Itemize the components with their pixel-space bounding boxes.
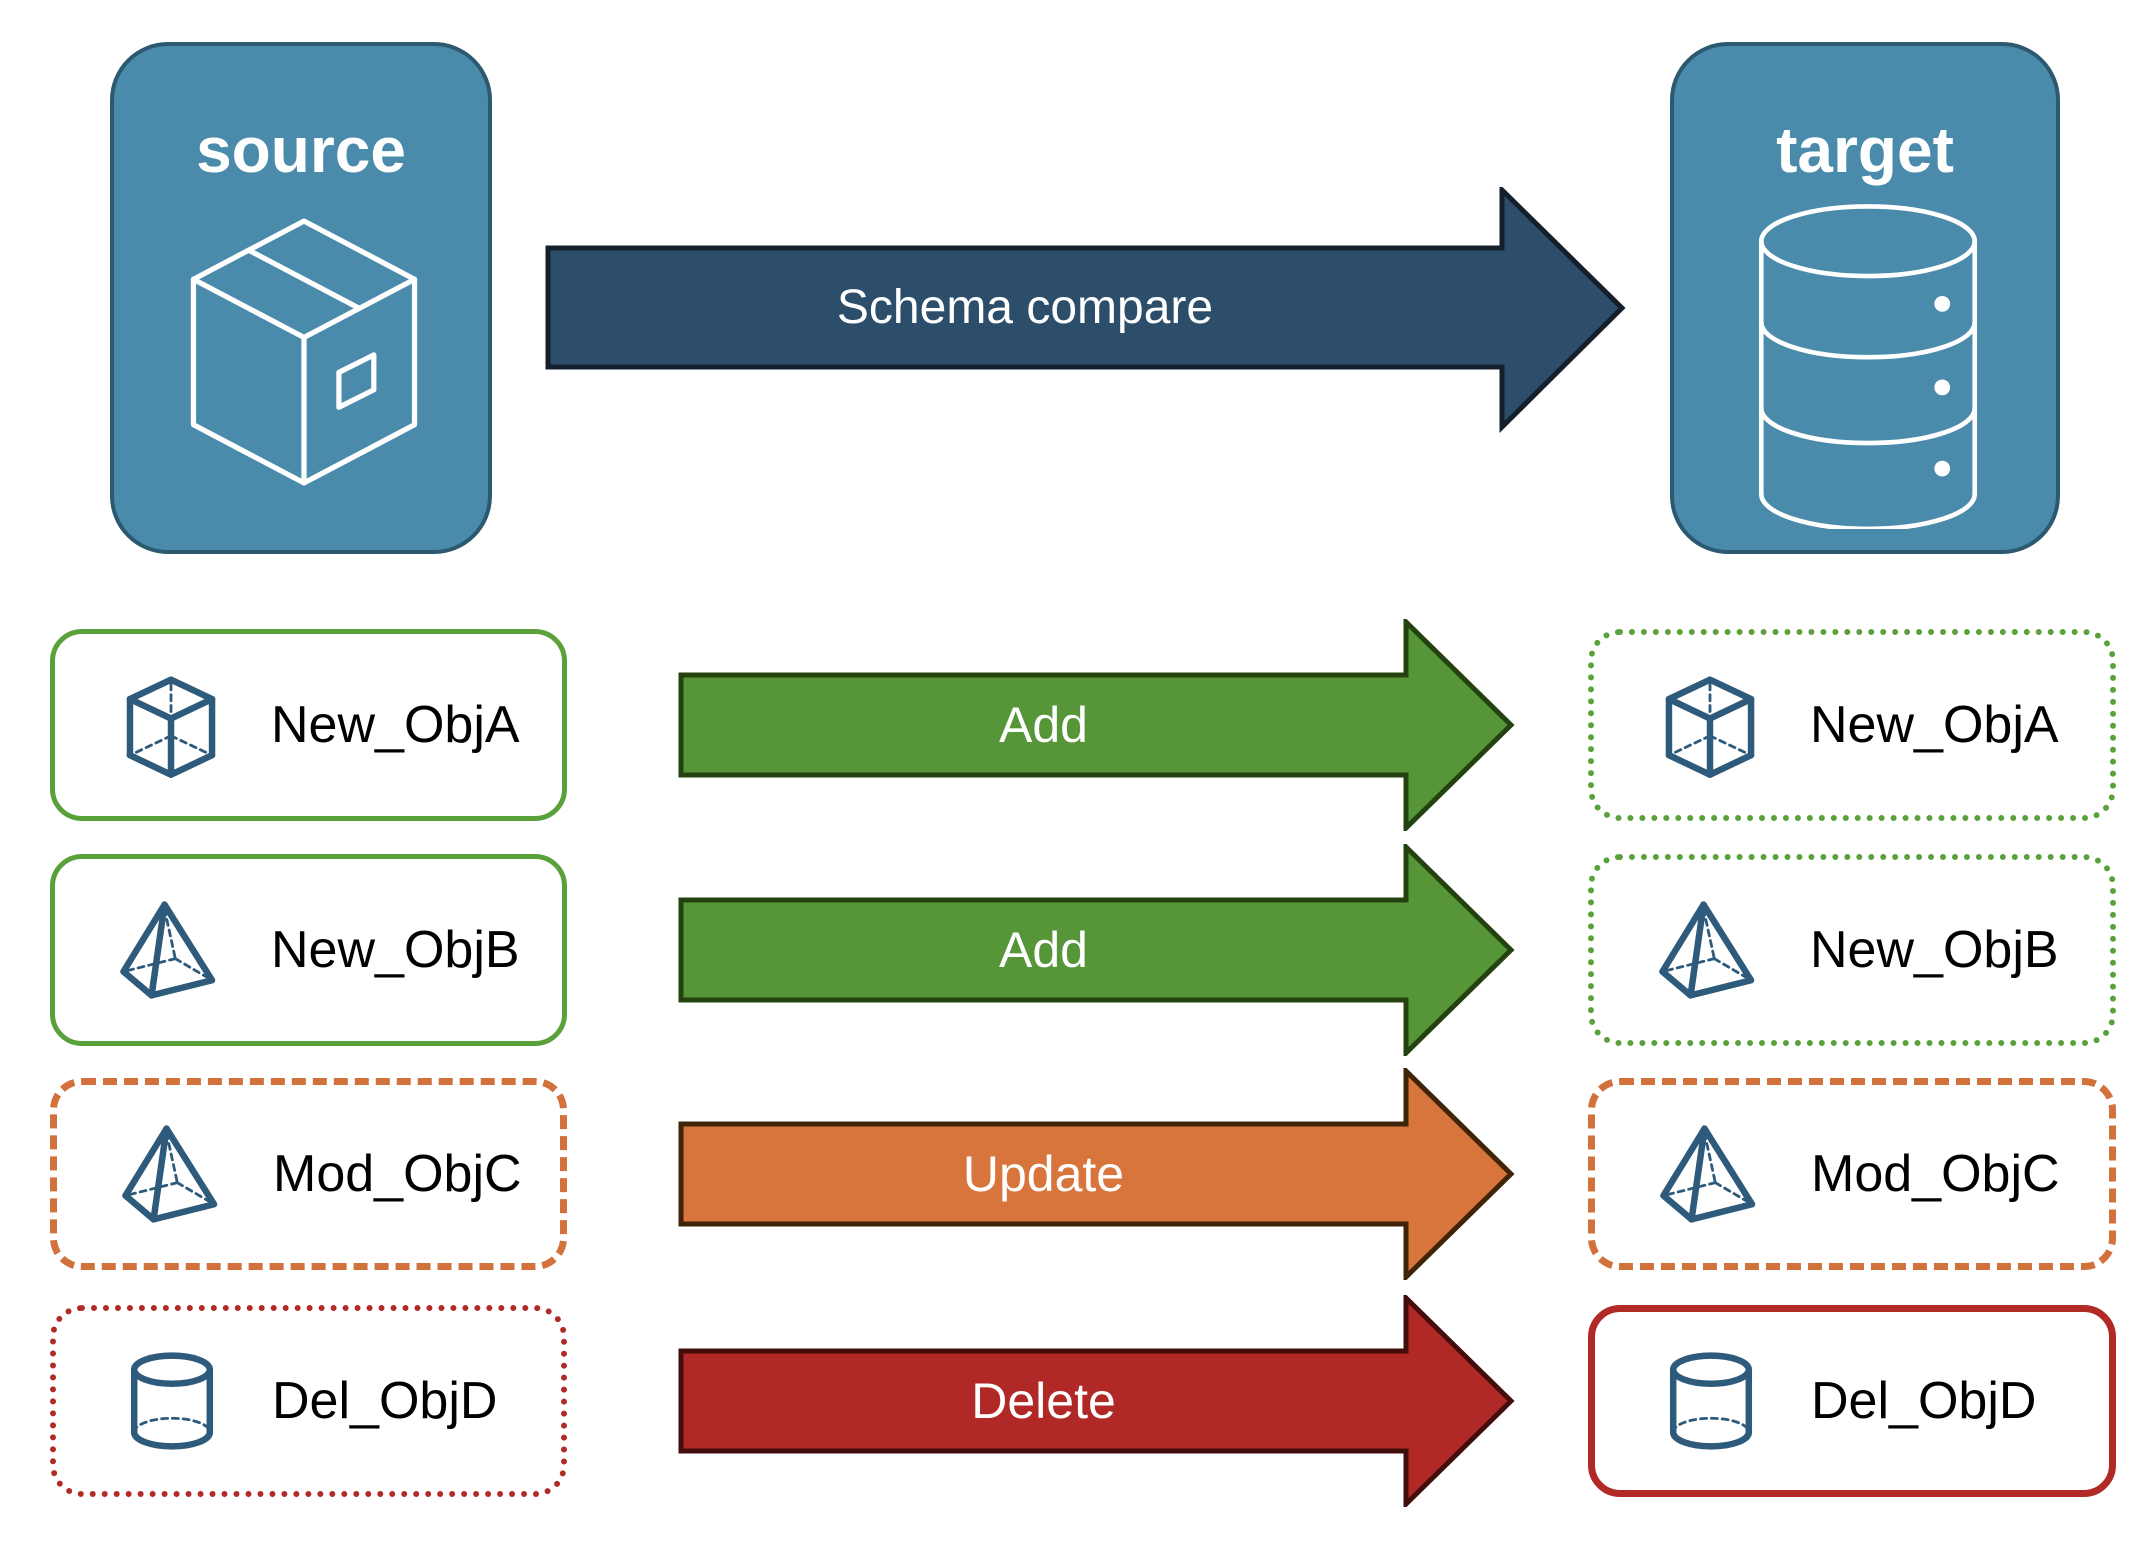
cube-icon — [1665, 676, 1755, 778]
source-object-card-new-obja: New_ObjA — [50, 629, 567, 821]
schema-compare-arrow: Schema compare — [545, 187, 1627, 433]
source-object-card-new-objb: New_ObjB — [50, 854, 567, 1046]
package-icon — [190, 218, 418, 486]
pyramid-icon — [120, 901, 216, 999]
update-arrow: Update — [678, 1068, 1516, 1280]
target-object-card-new-objb: New_ObjB — [1588, 854, 2116, 1046]
add-arrow-label: Add — [999, 697, 1088, 753]
object-label: Del_ObjD — [1811, 1372, 2037, 1430]
source-object-card-mod-objc: Mod_ObjC — [50, 1078, 567, 1270]
add-arrow-row1: Add — [678, 619, 1516, 831]
cube-icon — [126, 676, 216, 778]
pyramid-icon — [1660, 1125, 1756, 1223]
object-label: Mod_ObjC — [273, 1145, 522, 1203]
database-icon — [1758, 204, 1978, 529]
delete-arrow-label: Delete — [971, 1373, 1116, 1429]
cylinder-icon — [1669, 1352, 1753, 1450]
source-object-card-del-objd: Del_ObjD — [50, 1305, 567, 1497]
object-label: New_ObjA — [271, 696, 520, 754]
add-arrow-row2: Add — [678, 844, 1516, 1056]
source-node: source — [110, 42, 492, 554]
source-label: source — [196, 114, 406, 186]
update-arrow-label: Update — [962, 1146, 1125, 1202]
pyramid-icon — [122, 1125, 218, 1223]
pyramid-icon — [1659, 901, 1755, 999]
object-label: Mod_ObjC — [1811, 1145, 2060, 1203]
delete-arrow: Delete — [678, 1295, 1516, 1507]
cylinder-icon — [130, 1352, 214, 1450]
object-label: New_ObjA — [1810, 696, 2059, 754]
target-label: target — [1776, 114, 1954, 186]
schema-compare-label: Schema compare — [836, 281, 1214, 334]
add-arrow-label: Add — [999, 922, 1088, 978]
object-label: New_ObjB — [271, 921, 520, 979]
target-node: target — [1670, 42, 2060, 554]
target-object-card-del-objd: Del_ObjD — [1588, 1305, 2116, 1497]
target-object-card-mod-objc: Mod_ObjC — [1588, 1078, 2116, 1270]
object-label: New_ObjB — [1810, 921, 2059, 979]
target-object-card-new-obja: New_ObjA — [1588, 629, 2116, 821]
object-label: Del_ObjD — [272, 1372, 498, 1430]
